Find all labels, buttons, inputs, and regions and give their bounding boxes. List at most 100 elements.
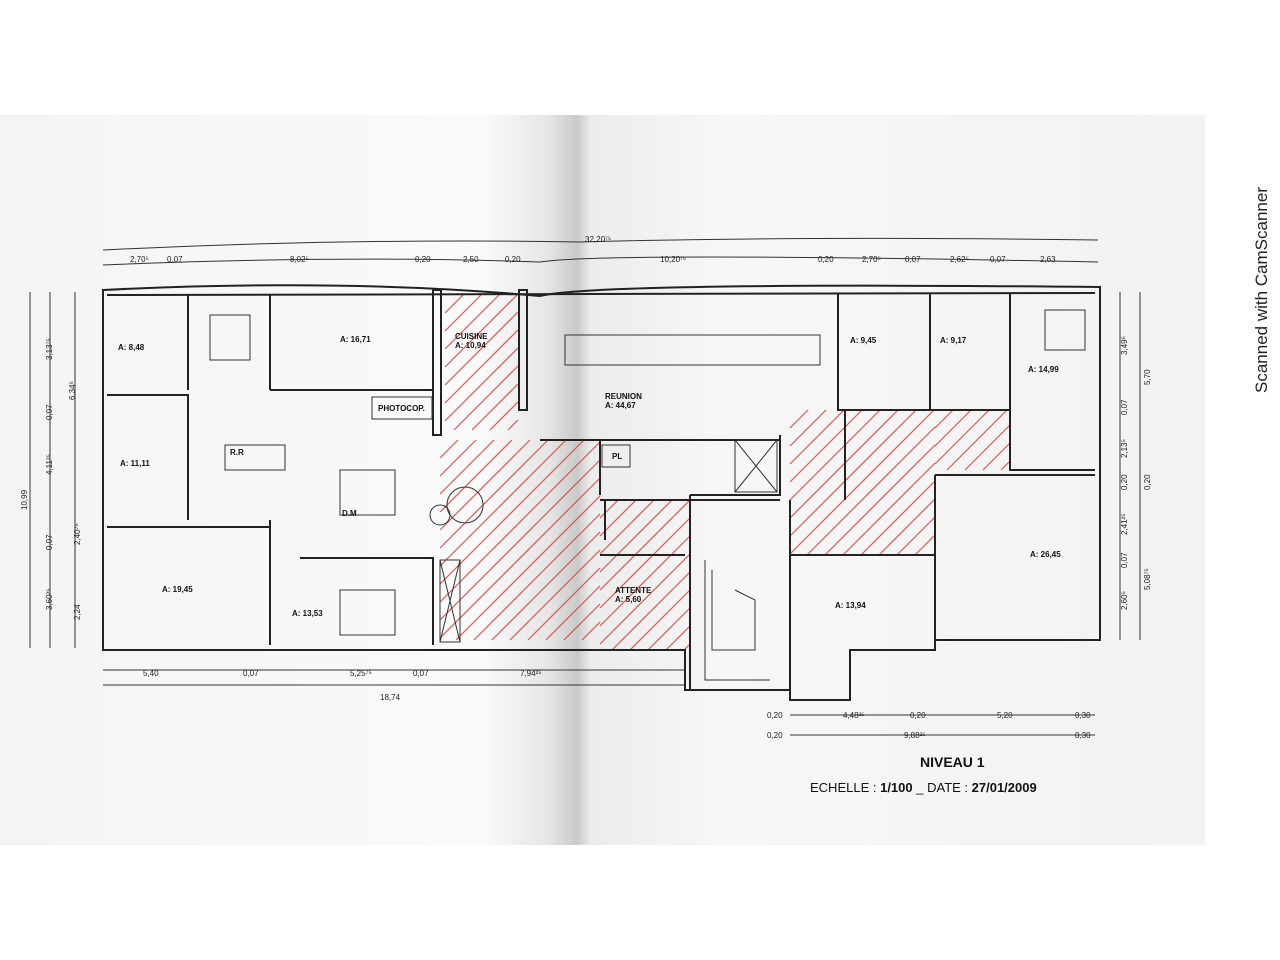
dimension-top: 0,20 — [505, 255, 521, 264]
hatch-line — [647, 607, 691, 651]
dimension-right: 5,08⁷⁵ — [1143, 568, 1152, 590]
hatch-line — [581, 621, 601, 641]
dimension-bottom-total: 18,74 — [380, 693, 401, 702]
plan-scale-date: ECHELLE : 1/100 _ DATE : 27/01/2009 — [810, 780, 1037, 795]
hatch-line — [878, 498, 936, 556]
scale-value: 1/100 — [880, 780, 913, 795]
dimension-top: 10,20⁷⁵ — [660, 255, 686, 264]
photocopier-label: PHOTOCOP. — [378, 404, 425, 413]
dimension-left: 3,60²⁵ — [45, 588, 54, 610]
room-area: A: 26,45 — [1030, 550, 1061, 559]
dimension-lines — [29, 237, 1141, 736]
dimension-top: 8,02⁵ — [290, 255, 309, 264]
dimension-bottom-right: 5,20 — [997, 711, 1013, 720]
room-area: A: 13,94 — [835, 601, 866, 610]
dimension-right: 2,41²⁵ — [1120, 513, 1129, 535]
dimension-top: 0,07 — [905, 255, 921, 264]
dimension-bottom-right: 4,48²⁵ — [843, 711, 865, 720]
dimension-left: 3,13⁷⁵ — [45, 338, 54, 360]
hatch-line — [439, 439, 459, 459]
hatch-line — [471, 383, 519, 431]
dimension-right: 5,70 — [1143, 369, 1152, 385]
pl-label: PL — [612, 452, 622, 461]
hatch-line — [599, 553, 691, 645]
hatch-line — [1000, 460, 1011, 471]
dimension-left: 2,40⁷⁵ — [73, 523, 82, 545]
room-area: A: 44,67 — [605, 401, 636, 410]
hatch-line — [934, 409, 972, 447]
dimension-top: 2,63 — [1040, 255, 1056, 264]
room-area: A: 19,45 — [162, 585, 193, 594]
dimension-bottom-right-total: 9,88²⁵ — [904, 731, 926, 740]
room-area: A: 9,45 — [850, 336, 877, 345]
room-area: A: 13,53 — [292, 609, 323, 618]
dimension-left: 0,07 — [45, 534, 54, 550]
hatch-line — [439, 439, 531, 531]
hatch-line — [489, 401, 519, 431]
hatch-line — [599, 535, 691, 627]
hatch-line — [509, 549, 601, 641]
hatch-line — [439, 439, 495, 495]
camscanner-watermark: Scanned with CamScanner — [1252, 186, 1271, 394]
room-area: A: 5,60 — [615, 595, 642, 604]
scale-label: ECHELLE : — [810, 780, 880, 795]
hatch-line — [444, 347, 519, 422]
hatch-line — [444, 311, 519, 386]
hatch-line — [439, 439, 549, 549]
room-area: A: 10,94 — [455, 341, 486, 350]
dimension-right: 0,20 — [1143, 474, 1152, 490]
dimension-left: 10,99 — [20, 489, 29, 510]
hatch-line — [439, 439, 567, 567]
hatch-line — [789, 409, 809, 429]
dimension-bottom-right-total: 0,20 — [767, 731, 783, 740]
hatch-line — [806, 426, 936, 556]
hatch-line — [789, 409, 827, 447]
hatch-line — [473, 513, 601, 641]
dimension-top: 2,50 — [463, 255, 479, 264]
rr-desk-label: R.R — [230, 448, 244, 457]
hatch-line — [444, 294, 482, 332]
hatch-line — [860, 480, 936, 556]
hatch-line — [599, 499, 691, 591]
dimension-bottom-left: 0,07 — [413, 669, 429, 678]
dimension-top: 2,62⁵ — [950, 255, 969, 264]
hatched-area — [439, 294, 1011, 651]
dimension-bottom-left: 5,40 — [143, 669, 159, 678]
room-area: A: 11,11 — [120, 459, 150, 468]
hatch-line — [934, 409, 954, 429]
dimension-right: 0,07 — [1120, 399, 1129, 415]
dimension-top: 0,20 — [818, 255, 834, 264]
room-name: ATTENTE — [615, 586, 652, 595]
hatch-line — [491, 531, 601, 641]
hatch-line — [824, 444, 936, 556]
dimension-bottom-left: 5,25⁷⁵ — [350, 669, 372, 678]
room-name: REUNION — [605, 392, 642, 401]
hatch-line — [789, 409, 917, 537]
hatch-line — [789, 409, 935, 555]
room-name: CUISINE — [455, 332, 488, 341]
dimension-top: 0,07 — [990, 255, 1006, 264]
paper-sheet — [0, 115, 1205, 845]
hatch-line — [665, 625, 691, 651]
hatch-line — [507, 419, 519, 431]
hatch-line — [599, 499, 655, 555]
date-label: _ DATE : — [913, 780, 972, 795]
dimension-bottom-right: 0,20 — [767, 711, 783, 720]
room-area: A: 8,48 — [118, 343, 145, 352]
dimension-left: 2,24 — [73, 604, 82, 620]
room-area: A: 14,99 — [1028, 365, 1059, 374]
hatch-line — [439, 439, 513, 513]
dimension-right: 0,20 — [1120, 474, 1129, 490]
hatch-line — [914, 534, 936, 556]
dimension-right: 2,60⁵ — [1120, 591, 1129, 610]
hatch-line — [439, 439, 477, 477]
dimension-top: 0,07 — [167, 255, 183, 264]
room-area: A: 9,17 — [940, 336, 967, 345]
hatch-line — [934, 409, 990, 465]
room-area: A: 16,71 — [340, 335, 371, 344]
hatch-line — [789, 409, 881, 501]
hatch-line — [789, 409, 863, 483]
